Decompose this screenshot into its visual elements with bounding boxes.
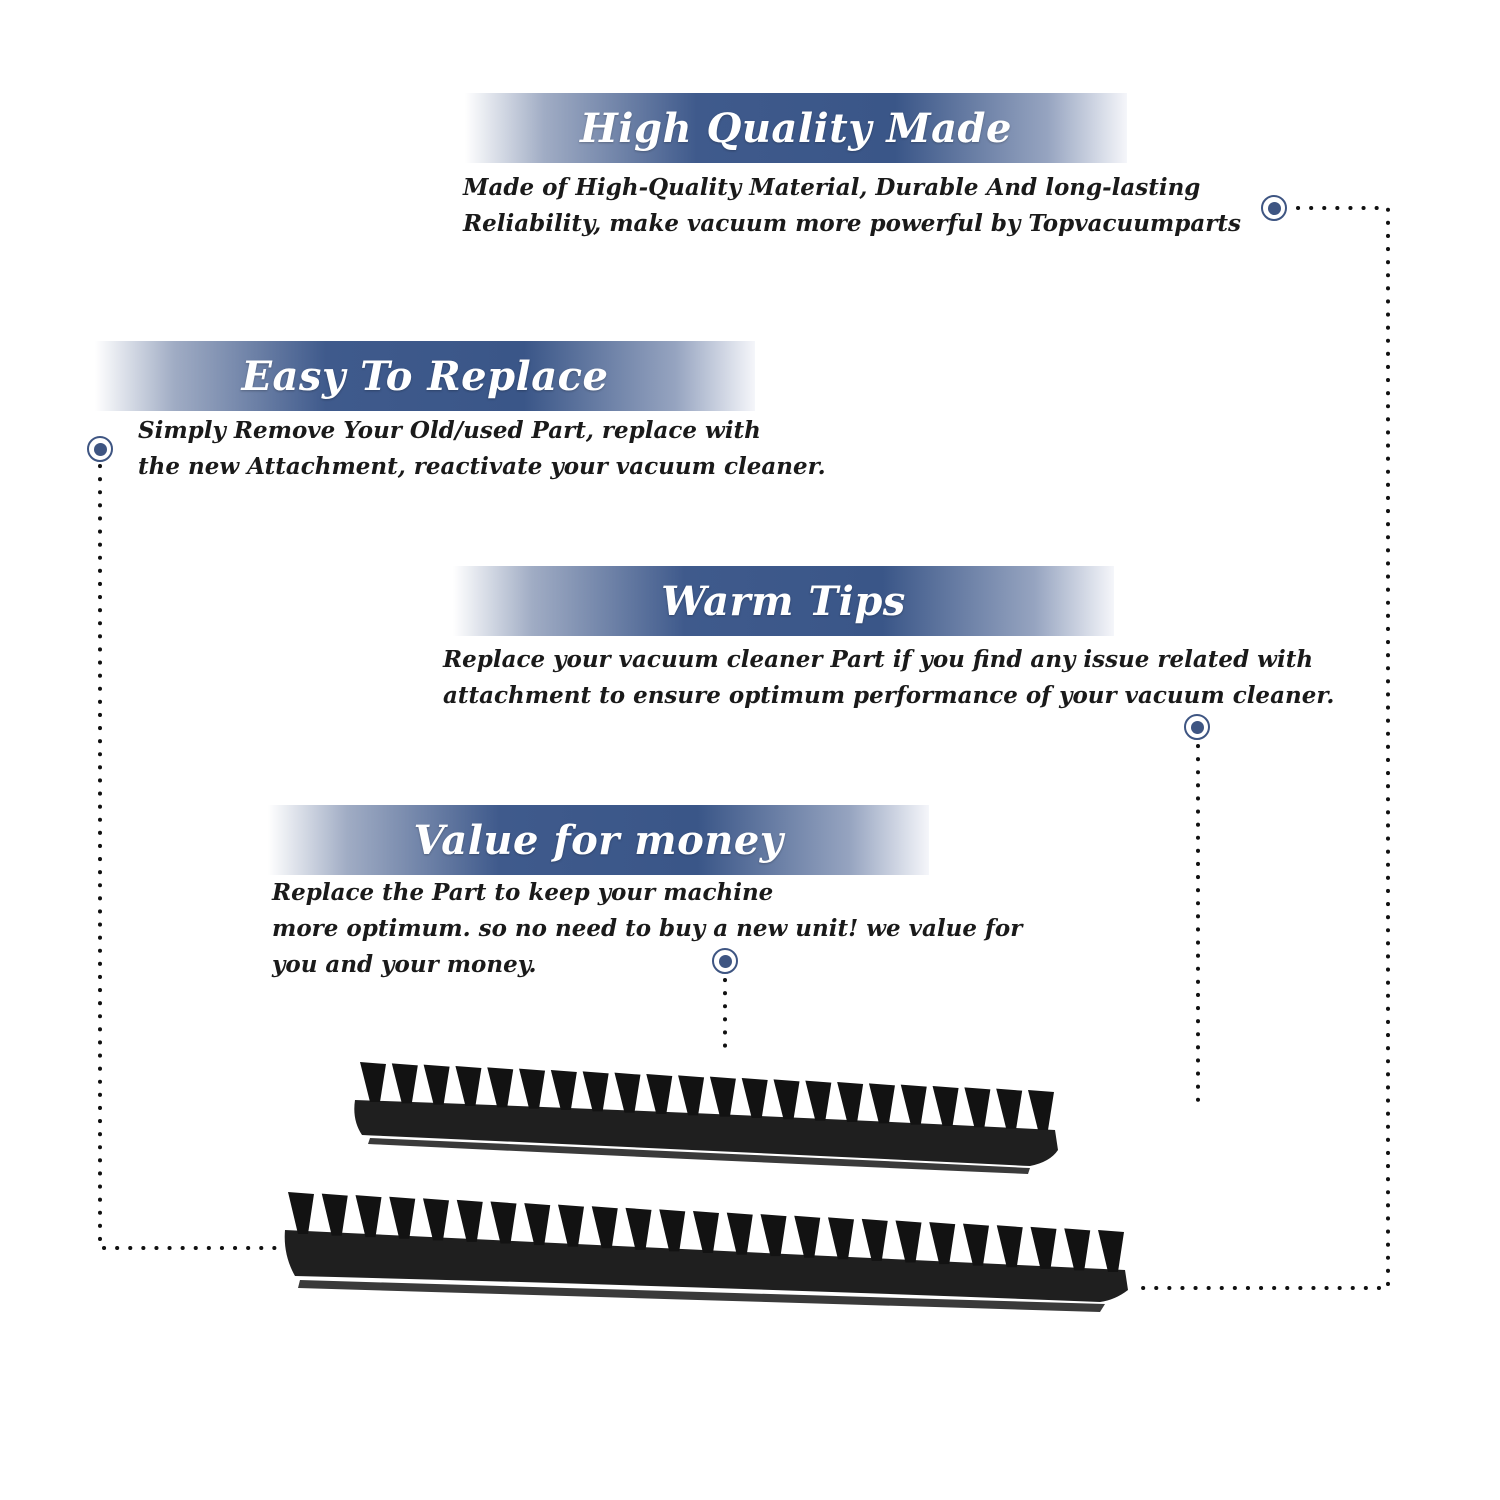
description-line: Replace your vacuum cleaner Part if you … <box>443 646 1314 673</box>
bristle-tuft <box>794 1215 821 1258</box>
bristle-tuft <box>455 1066 482 1106</box>
bristle-tuft <box>900 1084 927 1125</box>
description-warm-tips: Replace your vacuum cleaner Part if you … <box>443 642 1334 714</box>
bristle-tuft <box>558 1204 584 1247</box>
bristle-tuft <box>828 1217 854 1260</box>
banner-easy-replace: Easy To Replace <box>95 341 755 411</box>
bristle-tuft <box>1098 1230 1124 1272</box>
bristle-tuft <box>582 1071 609 1112</box>
bristle-tuft <box>487 1067 514 1108</box>
bristle-tuft <box>964 1087 991 1128</box>
description-line: attachment to ensure optimum performance… <box>443 682 1335 709</box>
bristle-tuft <box>456 1199 483 1242</box>
description-line: Simply Remove Your Old/used Part, replac… <box>138 417 761 444</box>
bristle-tuft <box>423 1064 450 1105</box>
bristle-tuft <box>773 1079 800 1120</box>
banner-high-quality: High Quality Made <box>465 93 1127 163</box>
banner-value-money: Value for money <box>268 805 929 875</box>
bristle-tuft <box>519 1068 546 1109</box>
bristle-tuft <box>837 1082 864 1122</box>
bullet-dot-icon <box>1261 195 1287 221</box>
bristle-tuft <box>693 1211 719 1253</box>
bristle-tuft <box>868 1083 895 1124</box>
bristle-tuft <box>389 1196 416 1239</box>
bristle-tuft <box>423 1198 449 1241</box>
bristle-tuft <box>1028 1090 1054 1130</box>
description-line: Replace the Part to keep your machine <box>272 879 774 906</box>
banner-title-easy-replace: Easy To Replace <box>241 352 609 400</box>
bristle-tuft <box>996 1088 1023 1129</box>
bristle-tuft <box>355 1195 382 1238</box>
bristle-tuft <box>678 1075 705 1116</box>
bristle-tuft <box>709 1076 736 1117</box>
brush-strip-icon <box>284 1192 1128 1312</box>
bullet-dot-icon <box>1184 714 1210 740</box>
bristle-tuft <box>805 1080 832 1121</box>
bristle-tuft <box>550 1070 577 1110</box>
bristle-tuft <box>524 1203 551 1246</box>
connector-line-high-quality <box>1130 206 1390 1290</box>
bristle-tuft <box>760 1214 787 1257</box>
bristle-tuft <box>741 1078 768 1118</box>
bristle-tuft <box>490 1201 517 1244</box>
banner-title-value-money: Value for money <box>413 816 784 864</box>
description-line: you and your money. <box>272 951 537 978</box>
bristle-tuft <box>1030 1226 1057 1269</box>
bristle-tuft <box>659 1209 686 1252</box>
description-line: Made of High-Quality Material, Durable A… <box>463 174 1201 201</box>
bristle-tuft <box>1064 1228 1091 1271</box>
bristle-tuft <box>929 1222 956 1265</box>
description-easy-replace: Simply Remove Your Old/used Part, replac… <box>138 413 826 485</box>
bristle-tuft <box>646 1074 673 1114</box>
description-line: the new Attachment, reactivate your vacu… <box>138 453 826 480</box>
description-high-quality: Made of High-Quality Material, Durable A… <box>463 170 1241 242</box>
bristle-tuft <box>861 1218 888 1261</box>
bristle-tuft <box>288 1192 314 1234</box>
banner-title-warm-tips: Warm Tips <box>661 577 906 625</box>
description-value-money: Replace the Part to keep your machine mo… <box>272 875 1022 983</box>
description-line: more optimum. so no need to buy a new un… <box>272 915 1023 942</box>
bullet-dot-icon <box>87 436 113 462</box>
bristle-tuft <box>391 1063 418 1104</box>
bristle-tuft <box>932 1086 959 1126</box>
bristle-tuft <box>614 1072 641 1113</box>
bristle-tuft <box>963 1223 989 1266</box>
banner-warm-tips: Warm Tips <box>453 566 1114 636</box>
bullet-dot-icon <box>712 948 738 974</box>
description-line: Reliability, make vacuum more powerful b… <box>463 210 1241 237</box>
brush-strip-icon <box>354 1062 1058 1174</box>
bristle-tuft <box>321 1193 348 1236</box>
bristle-tuft <box>625 1207 652 1250</box>
bristle-tuft <box>726 1212 753 1255</box>
bristle-tuft <box>996 1225 1023 1268</box>
bristle-tuft <box>591 1206 618 1249</box>
bristle-tuft <box>360 1062 386 1102</box>
connector-line-easy-replace <box>98 464 282 1250</box>
bristle-tuft <box>895 1220 922 1263</box>
banner-title-high-quality: High Quality Made <box>580 104 1012 152</box>
